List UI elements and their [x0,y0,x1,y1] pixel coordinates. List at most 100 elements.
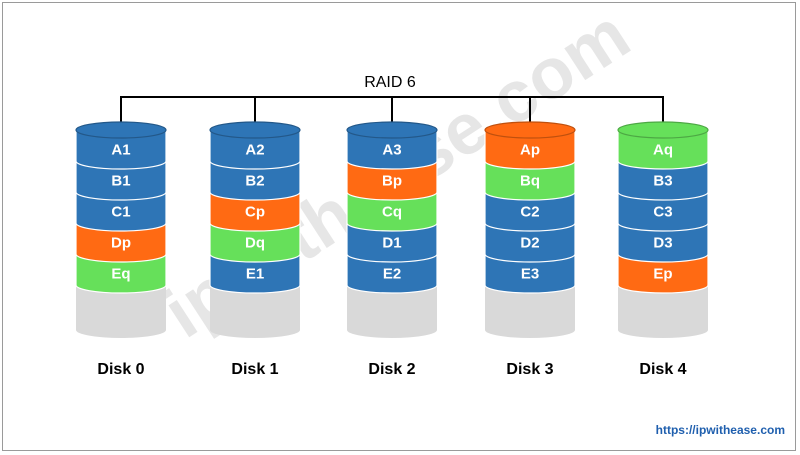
block-d3: D3 [617,222,709,263]
block-b1: B1 [75,160,167,201]
block-label: E3 [521,266,539,283]
block-label: Cp [245,204,265,221]
block-a2: A2 [209,129,301,170]
source-url[interactable]: https://ipwithease.com [656,423,785,437]
block-body [484,222,576,263]
disk-top-cap [617,121,709,139]
block-label: D1 [382,235,401,252]
block-label: E1 [246,266,264,283]
block-body [209,129,301,170]
block-ap: Ap [484,129,576,170]
block-c3: C3 [617,191,709,232]
disk-label: Disk 2 [368,361,415,378]
disk-free-space [485,285,575,338]
block-label: B3 [653,173,672,190]
block-label: A2 [245,142,264,159]
block-label: B1 [111,173,130,190]
block-label: Dq [245,235,265,252]
block-e1: E1 [209,253,301,294]
block-body [346,222,438,263]
block-body [75,191,167,232]
block-body [617,253,709,294]
block-label: Cq [382,204,402,221]
block-b3: B3 [617,160,709,201]
disk-free-space [76,285,166,338]
block-body [209,222,301,263]
block-body [209,160,301,201]
block-body [75,253,167,294]
block-aq: Aq [617,129,709,170]
raid-connector [120,96,664,124]
block-c1: C1 [75,191,167,232]
block-label: Bp [382,173,402,190]
block-body [617,129,709,170]
block-body [484,191,576,232]
block-body [617,222,709,263]
block-cp: Cp [209,191,301,232]
block-body [346,129,438,170]
block-label: B2 [245,173,264,190]
disk-free-space [618,285,708,338]
block-body [484,160,576,201]
block-body [209,191,301,232]
disk-top-cap [484,121,576,139]
disk-label: Disk 4 [639,361,686,378]
block-label: D2 [520,235,539,252]
block-body [75,129,167,170]
block-ep: Ep [617,253,709,294]
block-body [75,222,167,263]
block-label: Aq [653,142,673,159]
block-dq: Dq [209,222,301,263]
block-body [346,253,438,294]
block-label: C2 [520,204,539,221]
block-d1: D1 [346,222,438,263]
block-a3: A3 [346,129,438,170]
disk-free-space [347,285,437,338]
disk-top-cap [75,121,167,139]
block-label: Dp [111,235,131,252]
block-e2: E2 [346,253,438,294]
block-c2: C2 [484,191,576,232]
block-body [617,160,709,201]
block-body [75,160,167,201]
disk-top-cap [346,121,438,139]
block-label: Ep [653,266,672,283]
disk-label: Disk 0 [97,361,144,378]
block-cq: Cq [346,191,438,232]
block-label: D3 [653,235,672,252]
block-body [346,191,438,232]
block-a1: A1 [75,129,167,170]
disk-label: Disk 3 [506,361,553,378]
block-body [617,191,709,232]
block-bp: Bp [346,160,438,201]
block-body [484,253,576,294]
block-label: C1 [111,204,130,221]
block-label: C3 [653,204,672,221]
block-eq: Eq [75,253,167,294]
block-bq: Bq [484,160,576,201]
disk-top-cap [209,121,301,139]
block-label: Bq [520,173,540,190]
block-body [209,253,301,294]
block-d2: D2 [484,222,576,263]
block-label: A1 [111,142,130,159]
block-body [346,160,438,201]
block-label: E2 [383,266,401,283]
block-label: Eq [111,266,130,283]
block-body [484,129,576,170]
raid-title: RAID 6 [364,74,416,91]
block-label: Ap [520,142,540,159]
block-b2: B2 [209,160,301,201]
disk-free-space [210,285,300,338]
block-label: A3 [382,142,401,159]
block-e3: E3 [484,253,576,294]
disk-label: Disk 1 [231,361,278,378]
block-dp: Dp [75,222,167,263]
